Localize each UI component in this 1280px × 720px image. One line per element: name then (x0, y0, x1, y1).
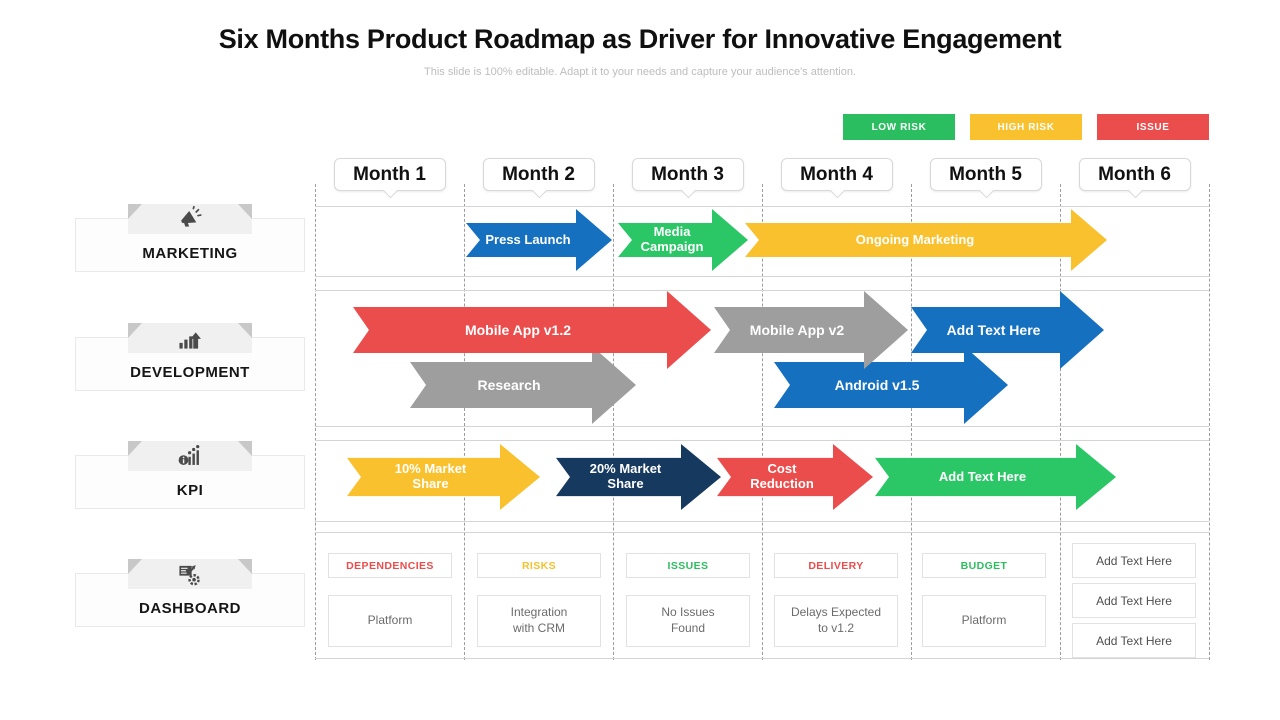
arrow-cost-reduction: Cost Reduction (717, 444, 873, 510)
grid-line-vertical (1209, 184, 1210, 660)
legend-low-risk: LOW RISK (843, 114, 955, 140)
dashboard-content-platform-2: Platform (922, 595, 1046, 647)
grid-line-horizontal (315, 426, 1209, 427)
dashboard-header-risks: RISKS (477, 553, 601, 578)
grid-line-vertical (762, 184, 763, 660)
arrow-mobile-app-v2: Mobile App v2 (714, 291, 908, 369)
grid-line-horizontal (315, 532, 1209, 533)
arrow-add-text-here-dev: Add Text Here (911, 291, 1104, 369)
dashboard-gear-icon (179, 565, 200, 586)
month-tab-2: Month 2 (482, 158, 595, 191)
grid-line-horizontal (315, 440, 1209, 441)
dashboard-ribbon (128, 559, 252, 589)
dashboard-header-budget: BUDGET (922, 553, 1046, 578)
growth-bars-icon (179, 332, 201, 349)
dashboard-content-integration-crm: Integration with CRM (477, 595, 601, 647)
grid-line-vertical (315, 184, 316, 660)
page-title: Six Months Product Roadmap as Driver for… (218, 24, 1062, 54)
arrow-mobile-app-v12: Mobile App v1.2 (353, 291, 711, 369)
development-ribbon (128, 323, 252, 353)
page-subtitle: This slide is 100% editable. Adapt it to… (424, 66, 856, 78)
arrow-20-market-share: 20% Market Share (556, 444, 721, 510)
dashboard-add-text-box-3: Add Text Here (1072, 623, 1196, 658)
dashboard-header-delivery: DELIVERY (774, 553, 898, 578)
month-header-row: Month 1 Month 2 Month 3 Month 4 Month 5 … (315, 158, 1209, 191)
grid-line-horizontal (315, 276, 1209, 277)
grid-line-vertical (613, 184, 614, 660)
arrow-10-market-share: 10% Market Share (347, 444, 540, 510)
grid-line-horizontal (315, 521, 1209, 522)
grid-line-vertical (911, 184, 912, 660)
dashboard-header-dependencies: DEPENDENCIES (328, 553, 452, 578)
arrow-media-campaign: Media Campaign (618, 209, 748, 271)
dashboard-header-issues: ISSUES (626, 553, 750, 578)
kpi-ribbon (128, 441, 252, 471)
month-tab-5: Month 5 (929, 158, 1042, 191)
megaphone-icon (181, 206, 202, 227)
grid-line-horizontal (315, 206, 1209, 207)
grid-line-horizontal (315, 290, 1209, 291)
dashboard-content-delays-expected: Delays Expected to v1.2 (774, 595, 898, 647)
month-tab-3: Month 3 (631, 158, 744, 191)
month-tab-1: Month 1 (333, 158, 446, 191)
kpi-chart-icon (178, 445, 200, 465)
month-tab-6: Month 6 (1078, 158, 1191, 191)
legend-issue: ISSUE (1097, 114, 1209, 140)
dashboard-content-no-issues: No Issues Found (626, 595, 750, 647)
grid-line-horizontal (315, 658, 1209, 659)
legend-high-risk: HIGH RISK (970, 114, 1082, 140)
dashboard-add-text-box-2: Add Text Here (1072, 583, 1196, 618)
month-tab-4: Month 4 (780, 158, 893, 191)
arrow-ongoing-marketing: Ongoing Marketing (745, 209, 1107, 271)
grid-line-vertical (1060, 184, 1061, 660)
dashboard-add-text-box-1: Add Text Here (1072, 543, 1196, 578)
arrow-research: Research (410, 346, 636, 424)
arrow-press-launch: Press Launch (466, 209, 612, 271)
grid-line-vertical (464, 184, 465, 660)
dashboard-content-platform-1: Platform (328, 595, 452, 647)
arrow-android-v15: Android v1.5 (774, 346, 1008, 424)
marketing-ribbon (128, 204, 252, 234)
